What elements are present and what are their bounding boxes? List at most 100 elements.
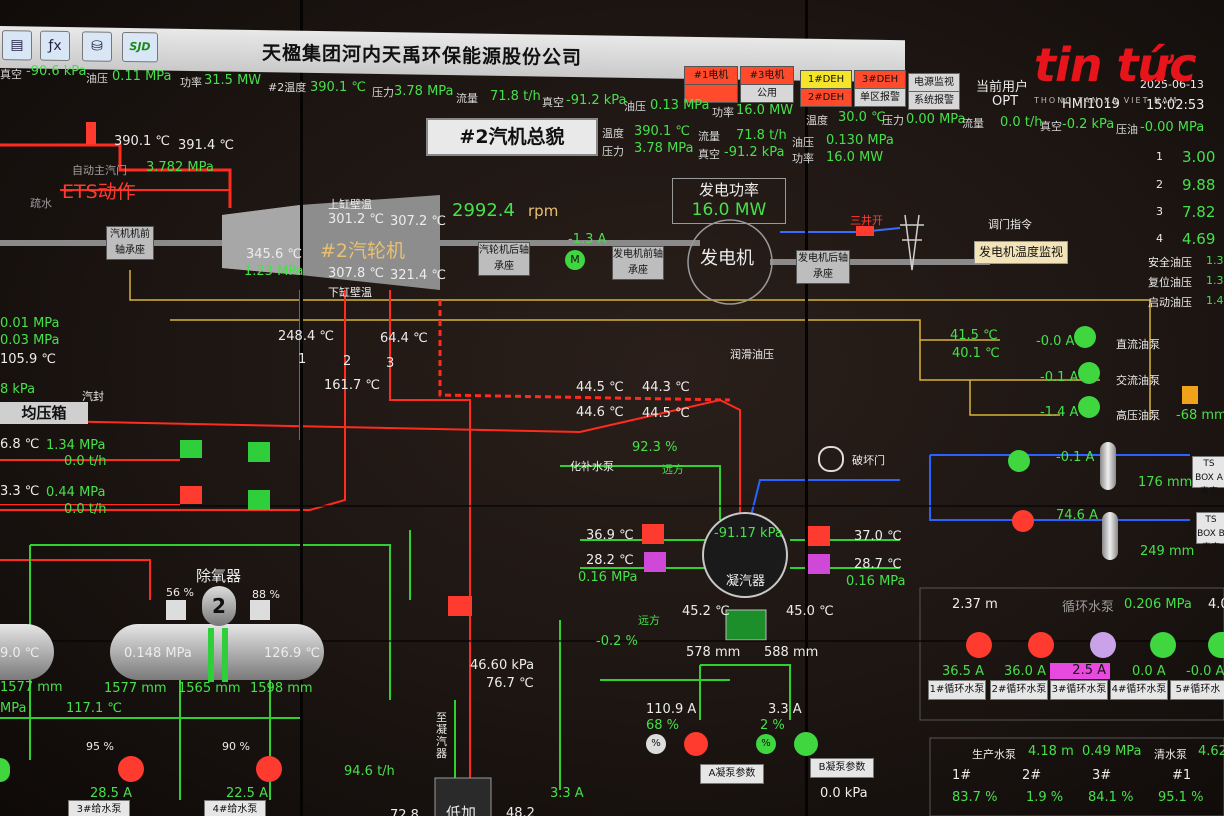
gen-temp-monitor-button[interactable]: 发电机温度监视 <box>974 241 1068 264</box>
valve-icon[interactable] <box>250 600 270 620</box>
ov-pwr-label: 功率 <box>792 152 814 165</box>
deaerator-pressure: 0.148 MPa <box>124 646 192 661</box>
generator-label: 发电机 <box>700 248 754 269</box>
circ-pump-1-current: 36.5 A <box>942 664 984 679</box>
dc-pump-icon[interactable] <box>1074 326 1096 348</box>
inlet-pressure: 1.23 MPa <box>244 264 304 279</box>
cond-pump-a-params-button[interactable]: A凝泵参数 <box>700 764 764 784</box>
cond-pump-b-icon[interactable] <box>794 732 818 756</box>
ts-a-pump-icon[interactable] <box>1008 450 1030 472</box>
lp-value-2: 48.2 <box>506 806 535 816</box>
circ-pump-5-icon[interactable] <box>1208 632 1224 658</box>
upper-casing-label: 上缸壁温 <box>328 198 372 211</box>
u3-flow-value: 0.0 t/h <box>1000 115 1043 130</box>
motor-icon[interactable]: M <box>565 250 585 270</box>
u2-vac-label: 真空 <box>542 96 564 109</box>
valve-icon[interactable] <box>180 486 202 504</box>
alarm-motor-2[interactable] <box>684 84 738 103</box>
circ-pump-3-button[interactable]: 3#循环水泵 <box>1050 680 1108 700</box>
valve-icon[interactable] <box>644 552 666 572</box>
ts-b-current: 74.6 A <box>1056 508 1098 523</box>
vacuum-breaker-icon[interactable] <box>818 446 844 472</box>
valve-icon[interactable] <box>448 596 472 616</box>
alarm-common[interactable]: 公用 <box>740 84 794 103</box>
rp-row-1-n: 1 <box>1156 150 1163 163</box>
ts-box-b[interactable]: TS BOX B真空 <box>1196 512 1224 553</box>
ts-b-pump-icon[interactable] <box>1012 510 1034 532</box>
deh-2[interactable]: 2#DEH <box>800 88 852 107</box>
prod-pump-2-label: 2# <box>1022 768 1042 783</box>
cond-pump-b-params-button[interactable]: B凝泵参数 <box>810 758 874 778</box>
rp-row-1-v: 3.00 <box>1182 148 1216 166</box>
date: 2025-06-13 <box>1140 78 1204 91</box>
turbine-rear-bearing[interactable]: 汽轮机后轴承座 <box>478 242 530 276</box>
pipe-icon[interactable]: ⛁ <box>82 31 112 62</box>
breaker-icon[interactable] <box>856 226 874 236</box>
valve-icon[interactable] <box>180 440 202 458</box>
steam-temp-1: 390.1 ℃ <box>114 134 170 149</box>
turbine-rpm: 2992.4 <box>452 200 515 221</box>
circ-pump-5-button[interactable]: 5#循环水泵 <box>1170 680 1224 713</box>
u2-vac-value: -91.2 kPa <box>566 93 627 108</box>
deaerator-valve-1-pct: 56 % <box>166 586 194 599</box>
circ-pump-2-button[interactable]: 2#循环水泵 <box>990 680 1048 700</box>
left-flow-1: 0.0 t/h <box>64 454 107 469</box>
circ-pump-4-button[interactable]: 4#循环水泵 <box>1110 680 1168 700</box>
vac-label: 真空 <box>0 68 22 81</box>
feed-pump-3-icon[interactable] <box>118 756 144 782</box>
gland-seal-label: 汽封 <box>82 390 104 403</box>
deaerator-level-1: 1577 mm <box>104 681 167 696</box>
u3-oil-value: -0.00 MPa <box>1140 120 1205 135</box>
turbine-front-bearing[interactable]: 汽机机前轴承座 <box>106 226 154 260</box>
valve-icon[interactable] <box>808 526 830 546</box>
gen-rear-bearing[interactable]: 发电机后轴承座 <box>796 250 850 284</box>
circ-pump-1-button[interactable]: 1#循环水泵 <box>928 680 986 700</box>
hotwell-temp-2: 45.0 ℃ <box>786 604 834 619</box>
feed-pump-4-current: 22.5 A <box>226 786 268 801</box>
brand-subtitle: THONG TAN XA VIET NAM <box>1034 96 1179 105</box>
feed-pump-4-button[interactable]: 4#给水泵 <box>204 800 266 816</box>
circ-pump-2-icon[interactable] <box>1028 632 1054 658</box>
ts-a-current: -0.1 A <box>1056 450 1095 465</box>
deh-3[interactable]: 3#DEH <box>854 70 906 89</box>
system-alarm-button[interactable]: 系统报警 <box>908 91 960 110</box>
hp-pump-current: -1.4 A <box>1040 405 1079 420</box>
feed-pump-3-button[interactable]: 3#给水泵 <box>68 800 130 816</box>
pwr-value: 31.5 MW <box>204 73 262 88</box>
main-valve-icon[interactable] <box>86 122 96 144</box>
circ-pump-title: 循环水泵 <box>1062 600 1115 615</box>
zone-alarm-button[interactable]: 单区报警 <box>854 88 906 107</box>
remote-label-1: 远方 <box>662 463 684 476</box>
power-monitor-button[interactable]: 电源监视 <box>908 73 960 92</box>
cond-pump-b-current: 3.3 A <box>768 702 802 717</box>
sjdt-icon[interactable]: SJD <box>122 31 158 63</box>
circ-pump-3-icon[interactable] <box>1090 632 1116 658</box>
alarm-motor-1[interactable]: #1电机 <box>684 66 738 85</box>
circ-pump-1-icon[interactable] <box>966 632 992 658</box>
circ-pump-4-icon[interactable] <box>1150 632 1176 658</box>
prod-pump-label: 生产水泵 <box>972 748 1016 761</box>
cond-pump-a-icon[interactable] <box>684 732 708 756</box>
ov-vac: -91.2 kPa <box>724 145 785 160</box>
layers-icon[interactable]: ▤ <box>2 30 32 61</box>
pump-icon[interactable] <box>0 758 10 782</box>
valve-icon[interactable] <box>248 442 270 462</box>
feed-pump-4-icon[interactable] <box>256 756 282 782</box>
ac-pump-icon[interactable] <box>1078 362 1100 384</box>
u3-temp-value: 30.0 ℃ <box>838 110 886 125</box>
circ-pump-4-current: 0.0 A <box>1132 664 1166 679</box>
valve-icon[interactable] <box>808 554 830 574</box>
deh-1[interactable]: 1#DEH <box>800 70 852 89</box>
turbine-label: #2汽轮机 <box>320 240 406 262</box>
gen-front-bearing[interactable]: 发电机前轴承座 <box>612 246 664 280</box>
extraction-temp-2: 64.4 ℃ <box>380 331 428 346</box>
valve-icon[interactable] <box>248 490 270 510</box>
hp-pump-icon[interactable] <box>1078 396 1100 418</box>
fx-icon[interactable]: ƒx <box>40 30 70 62</box>
alarm-motor-3[interactable]: #3电机 <box>740 66 794 85</box>
equalizer-box[interactable]: 均压箱 <box>0 402 88 424</box>
ts-box-a[interactable]: TS BOX A真空 <box>1192 456 1224 497</box>
valve-icon[interactable] <box>166 600 186 620</box>
valve-icon[interactable] <box>642 524 664 544</box>
lp-value-3: 72.8 <box>390 808 419 816</box>
